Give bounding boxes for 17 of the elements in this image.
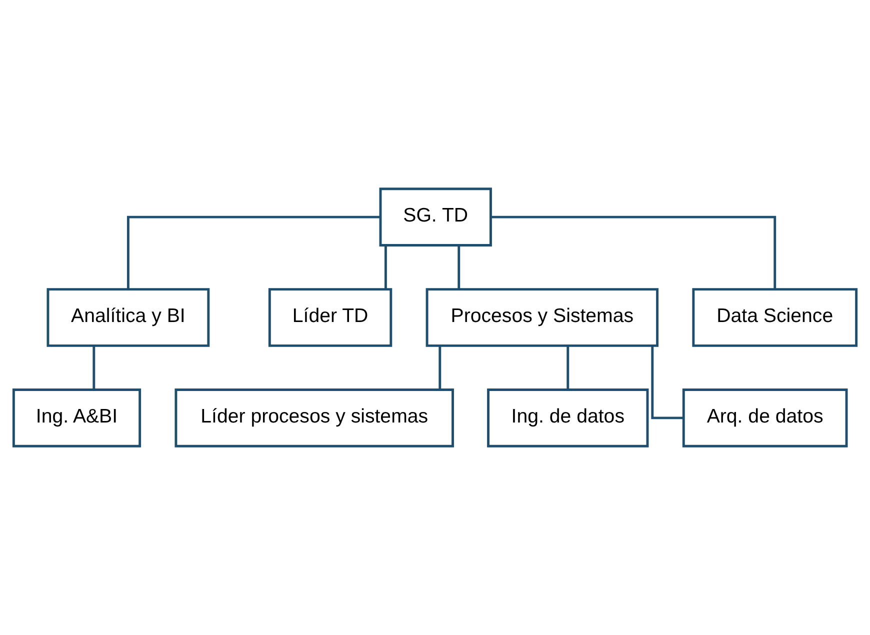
connector (490, 216, 776, 289)
node-box: Ing. de datos (487, 388, 649, 448)
node-box: Ing. A&BI (12, 388, 142, 448)
node-box: Procesos y Sistemas (426, 288, 659, 347)
node-box: Analítica y BI (46, 288, 210, 347)
connector (651, 346, 684, 420)
connector (566, 346, 570, 390)
node-box: SG. TD (379, 188, 492, 246)
node-box: Líder procesos y sistemas (174, 388, 454, 448)
connector (92, 346, 96, 390)
node-box: Arq. de datos (682, 388, 848, 448)
node-box: Data Science (692, 288, 858, 347)
node-box: Líder TD (268, 288, 392, 347)
connector (458, 246, 460, 290)
connector (438, 346, 442, 390)
connector (126, 216, 380, 289)
connector (384, 246, 387, 290)
